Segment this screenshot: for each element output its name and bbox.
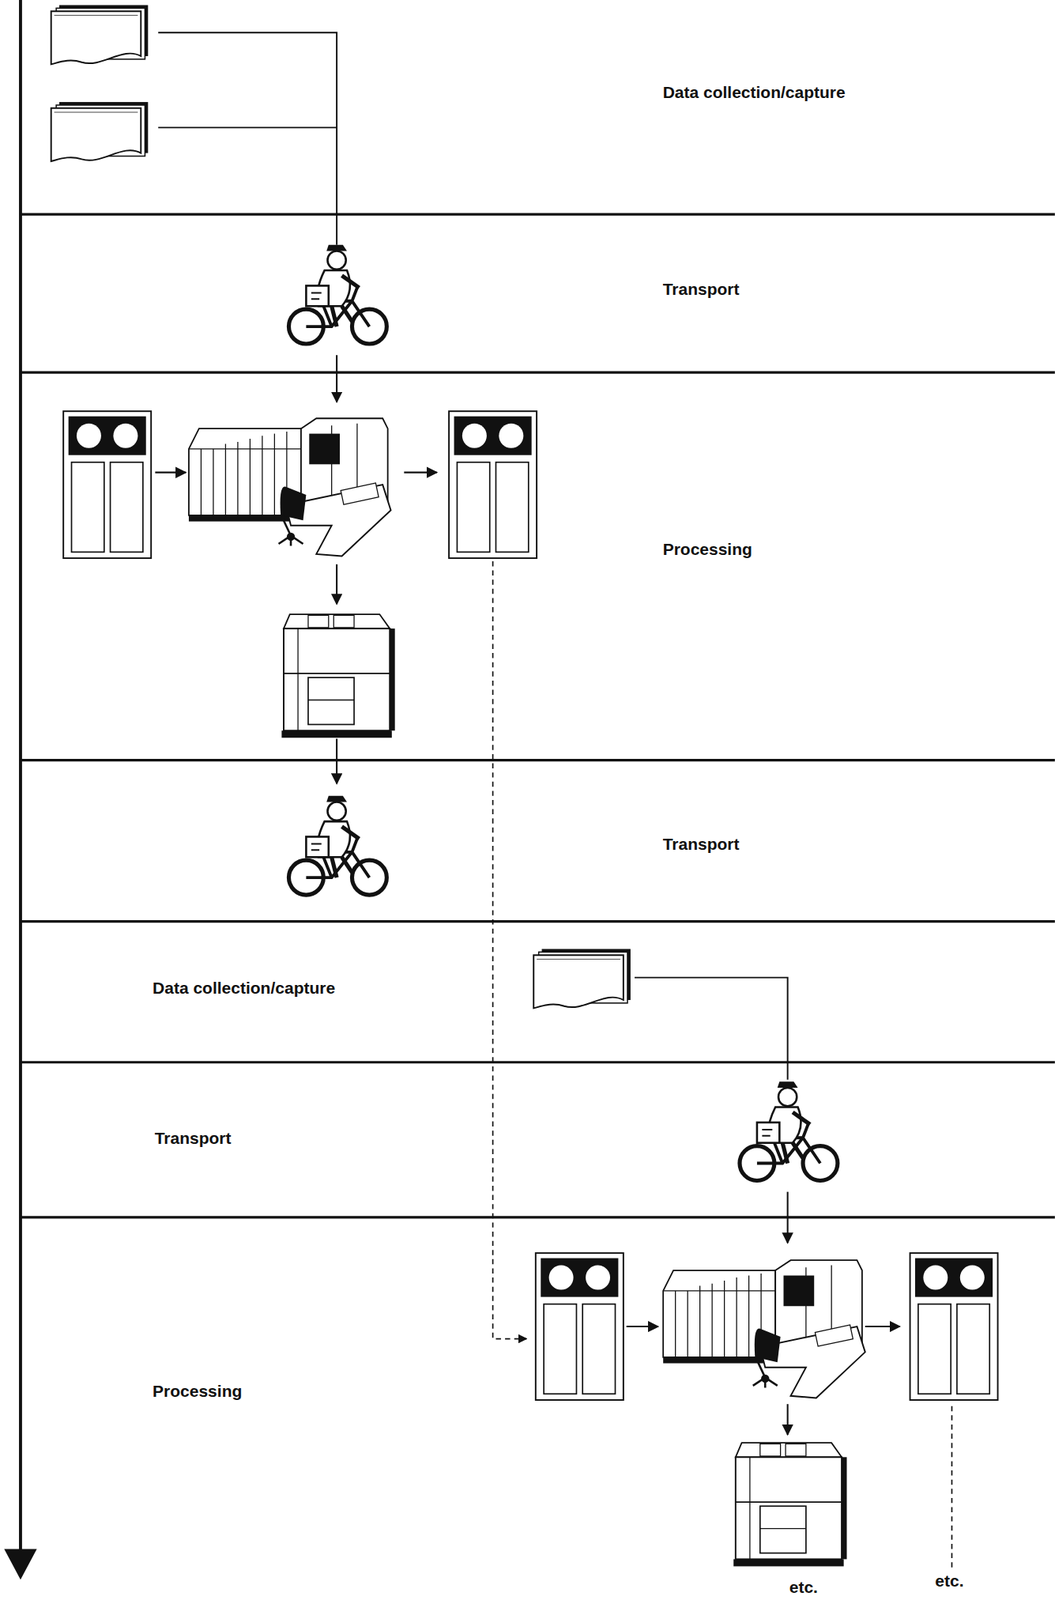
band-label: Data collection/capture [661, 82, 848, 102]
band-label: Processing [150, 1380, 244, 1401]
continuation-note: etc. [787, 1576, 820, 1597]
continuation-note: etc. [933, 1570, 965, 1591]
band-label: Data collection/capture [150, 977, 337, 998]
band-label: Transport [661, 833, 742, 854]
band-label: Transport [661, 278, 742, 299]
band-label: Transport [153, 1127, 234, 1148]
band-label: Processing [661, 538, 754, 559]
